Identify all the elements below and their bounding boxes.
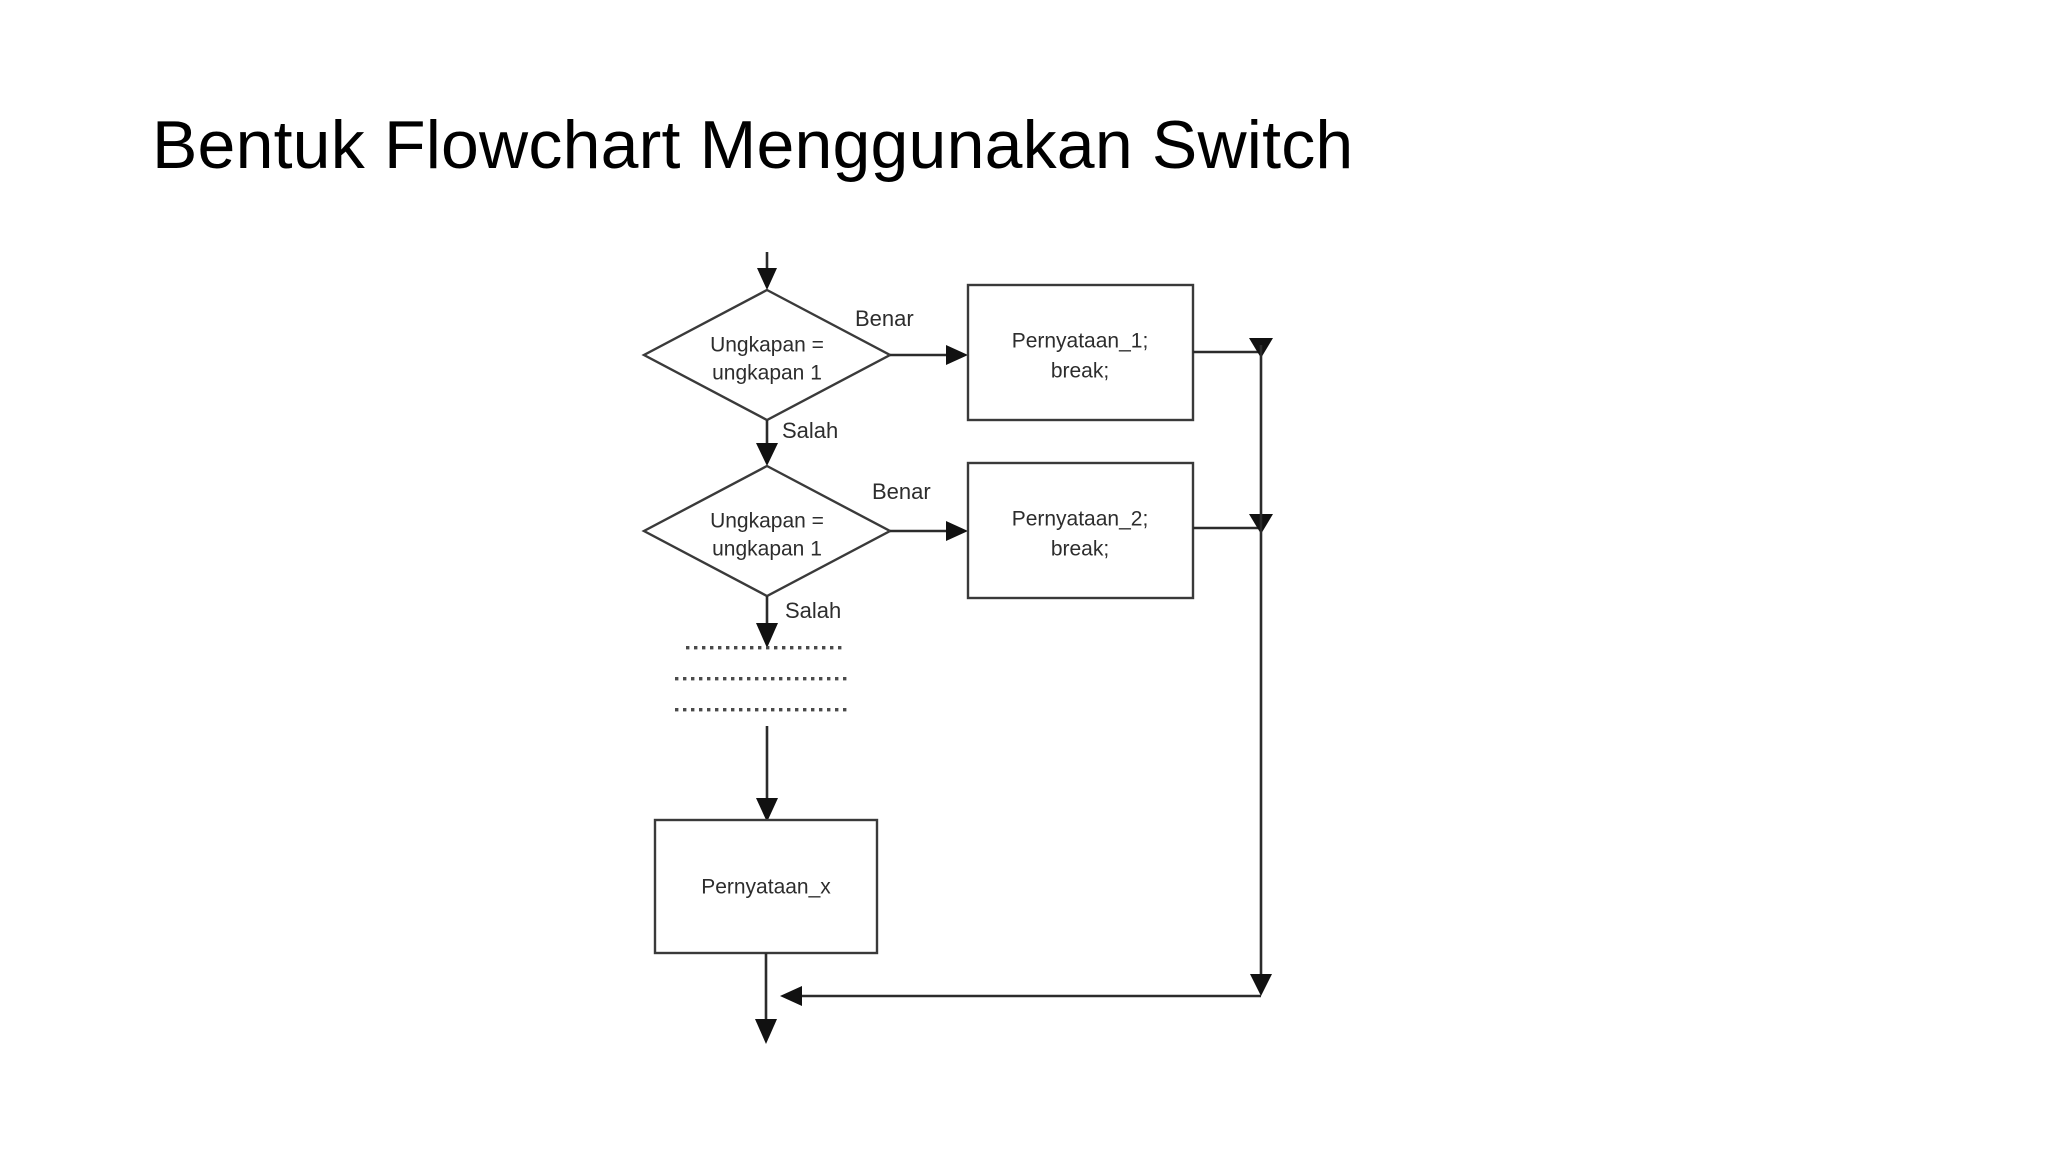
process-node-1-line2: break; (1051, 360, 1109, 383)
process-node-1[interactable]: Pernyataan_1; break; (966, 283, 1195, 422)
process-node-2-line2: break; (1051, 538, 1109, 561)
edge-ellipsis-to-processx (756, 726, 778, 822)
decision-node-2-line1: Ungkapan = (710, 510, 824, 533)
process-node-2[interactable]: Pernyataan_2; break; (966, 461, 1195, 600)
decision-node-2-line2: ungkapan 1 (712, 538, 822, 561)
edge-entry-to-decision1 (757, 252, 777, 290)
edge-decision1-to-decision2 (756, 420, 778, 466)
edge-processx-to-exit (755, 953, 777, 1044)
process-node-2-line1: Pernyataan_2; (1012, 508, 1149, 531)
edge-label-benar-2: Benar (872, 479, 931, 504)
edge-decision2-to-process2 (890, 521, 968, 541)
edge-decision2-to-ellipsis (756, 596, 778, 648)
edge-label-benar-1: Benar (855, 306, 914, 331)
decision-node-1[interactable]: Ungkapan = ungkapan 1 (641, 288, 893, 422)
decision-node-1-line2: ungkapan 1 (712, 362, 822, 385)
process-node-x-label: Pernyataan_x (701, 876, 831, 899)
decision-node-2[interactable]: Ungkapan = ungkapan 1 (641, 464, 893, 598)
ellipsis-row-3 (675, 708, 847, 712)
decision-node-1-line1: Ungkapan = (710, 334, 824, 357)
ellipsis-dotted-rows (675, 646, 847, 712)
edge-label-salah-1: Salah (782, 418, 838, 443)
edge-decision1-to-process1 (890, 345, 968, 365)
merge-rail-vertical (1250, 345, 1272, 996)
ellipsis-row-1 (686, 646, 842, 650)
edge-merge-rail-to-exit (780, 986, 1261, 1006)
page-title: Bentuk Flowchart Menggunakan Switch (152, 107, 1354, 183)
process-node-x[interactable]: Pernyataan_x (653, 818, 879, 955)
ellipsis-row-2 (675, 677, 847, 681)
process-node-1-line1: Pernyataan_1; (1012, 330, 1149, 353)
edge-label-salah-2: Salah (785, 598, 841, 623)
